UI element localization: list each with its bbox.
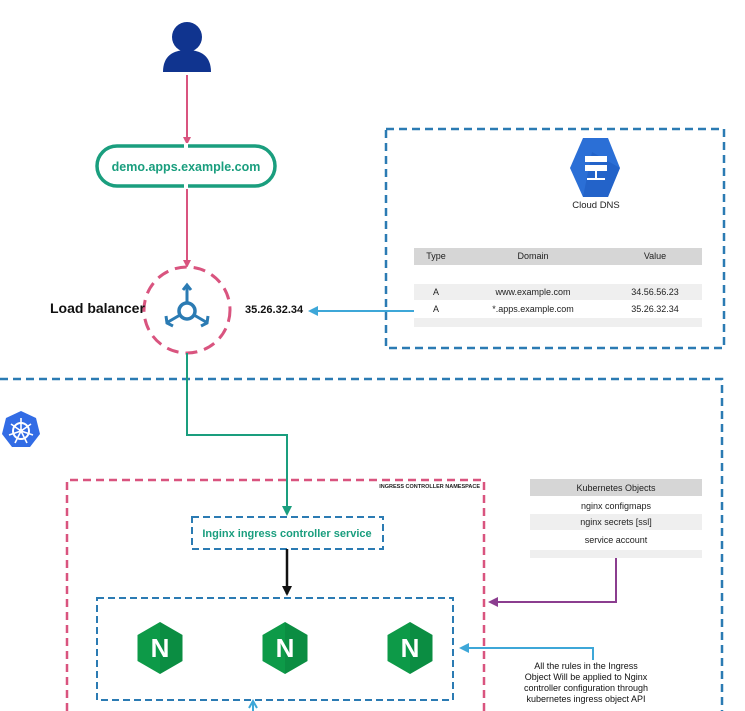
dns-row1-value: 34.56.56.23 bbox=[631, 287, 679, 297]
k8s-object-item: nginx configmaps bbox=[581, 501, 652, 511]
rules-to-pods-arrow bbox=[459, 643, 594, 660]
dns-row1-domain: www.example.com bbox=[494, 287, 570, 297]
kubernetes-icon bbox=[2, 411, 40, 447]
namespace-label: INGRESS CONTROLLER NAMESPACE bbox=[379, 484, 480, 490]
cloud-dns-label: Cloud DNS bbox=[572, 200, 620, 211]
k8s-object-item: service account bbox=[585, 535, 648, 545]
rules-note: All the rules in the Ingress Object Will… bbox=[524, 661, 648, 704]
lb-to-service-arrow bbox=[186, 353, 292, 516]
dns-header-value: Value bbox=[644, 251, 666, 261]
k8s-object-item: nginx secrets [ssl] bbox=[580, 517, 652, 527]
nginx-icon: N bbox=[387, 622, 433, 674]
load-balancer-icon bbox=[164, 282, 210, 328]
load-balancer-label: Load balancer bbox=[50, 300, 145, 316]
rules-note-line: kubernetes ingress object API bbox=[526, 694, 645, 704]
kubernetes-objects-table: Kubernetes Objects nginx configmaps ngin… bbox=[530, 479, 702, 558]
rules-note-line: controller configuration through bbox=[524, 683, 648, 693]
ingress-service-label: Inginx ingress controller service bbox=[202, 528, 371, 540]
nginx-letter: N bbox=[276, 633, 295, 663]
dns-table: Type Domain Value A www.example.com 34.5… bbox=[414, 248, 702, 327]
dns-header-domain: Domain bbox=[517, 251, 548, 261]
host-label: demo.apps.example.com bbox=[112, 160, 261, 174]
dns-row2-value: 35.26.32.34 bbox=[631, 304, 679, 314]
load-balancer-node: Load balancer 35.26.32.34 bbox=[50, 265, 304, 355]
ingress-namespace-box: INGRESS CONTROLLER NAMESPACE bbox=[65, 478, 486, 711]
rules-note-line: Object Will be applied to Nginx bbox=[525, 672, 648, 682]
nginx-letter: N bbox=[151, 633, 170, 663]
load-balancer-ip: 35.26.32.34 bbox=[245, 304, 304, 316]
dns-header-type: Type bbox=[426, 251, 446, 261]
user-icon bbox=[163, 22, 211, 72]
cloud-dns-box: Cloud DNS Type Domain Value A www.exampl… bbox=[384, 127, 726, 350]
host-node: demo.apps.example.com bbox=[95, 143, 277, 189]
nginx-icon: N bbox=[262, 622, 308, 674]
dns-row2-type: A bbox=[433, 304, 439, 314]
nginx-icon: N bbox=[137, 622, 183, 674]
dns-row2-domain: *.apps.example.com bbox=[492, 304, 574, 314]
nginx-letter: N bbox=[401, 633, 420, 663]
cloud-dns-icon bbox=[570, 138, 620, 197]
kubernetes-cluster-boundary bbox=[0, 377, 724, 711]
rules-note-line: All the rules in the Ingress bbox=[534, 661, 638, 671]
dns-row1-type: A bbox=[433, 287, 439, 297]
ingress-service-node: Inginx ingress controller service bbox=[191, 516, 384, 550]
objects-to-namespace-arrow bbox=[488, 558, 617, 607]
k8s-objects-title: Kubernetes Objects bbox=[576, 483, 656, 493]
